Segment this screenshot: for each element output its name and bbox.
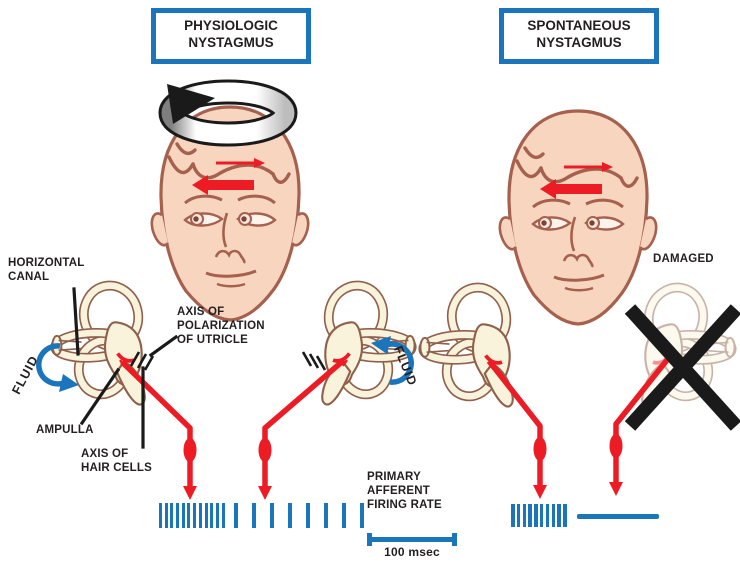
damaged-x-mark <box>624 304 740 431</box>
firing-trace-right-intact <box>511 504 567 527</box>
label-primary-afferent-firing-rate: PRIMARY AFFERENT FIRING RATE <box>367 471 442 512</box>
label-axis-of-hair-cells: AXIS OF HAIR CELLS <box>81 448 152 475</box>
label-damaged: DAMAGED <box>653 253 714 265</box>
scale-bar-left-cap <box>367 533 372 546</box>
scale-bar-line <box>367 537 457 542</box>
firing-trace-left-increased <box>159 503 225 528</box>
hair-cell-hash-marks-left <box>129 351 155 371</box>
fluid-flow-arrow-right <box>371 336 414 385</box>
rotation-arrowhead-icon <box>167 84 215 124</box>
afferent-nerves <box>120 357 670 500</box>
title-physiologic-nystagmus: PHYSIOLOGIC NYSTAGMUS <box>151 8 311 64</box>
label-pointer-lines <box>72 287 179 449</box>
label-time-scale: 100 msec <box>384 545 440 559</box>
label-axis-of-polarization: AXIS OF POLARIZATION OF UTRICLE <box>177 306 265 347</box>
head-rotation-arrow <box>158 79 298 147</box>
spontaneous-head <box>498 109 658 326</box>
firing-trace-left-decreased <box>234 503 364 528</box>
label-ampulla: AMPULLA <box>36 424 94 436</box>
firing-trace-right-damaged-flat <box>577 514 659 519</box>
time-scale-bar <box>367 533 457 546</box>
scale-bar-right-cap <box>452 533 457 546</box>
fluid-flow-arrow-left <box>36 343 79 392</box>
hair-cell-hash-marks-right <box>301 351 327 371</box>
label-horizontal-canal: HORIZONTAL CANAL <box>8 257 85 284</box>
labyrinth-right-ear <box>322 280 414 404</box>
labyrinth-intact-side <box>420 282 512 406</box>
title-spontaneous-nystagmus: SPONTANEOUS NYSTAGMUS <box>499 8 659 64</box>
